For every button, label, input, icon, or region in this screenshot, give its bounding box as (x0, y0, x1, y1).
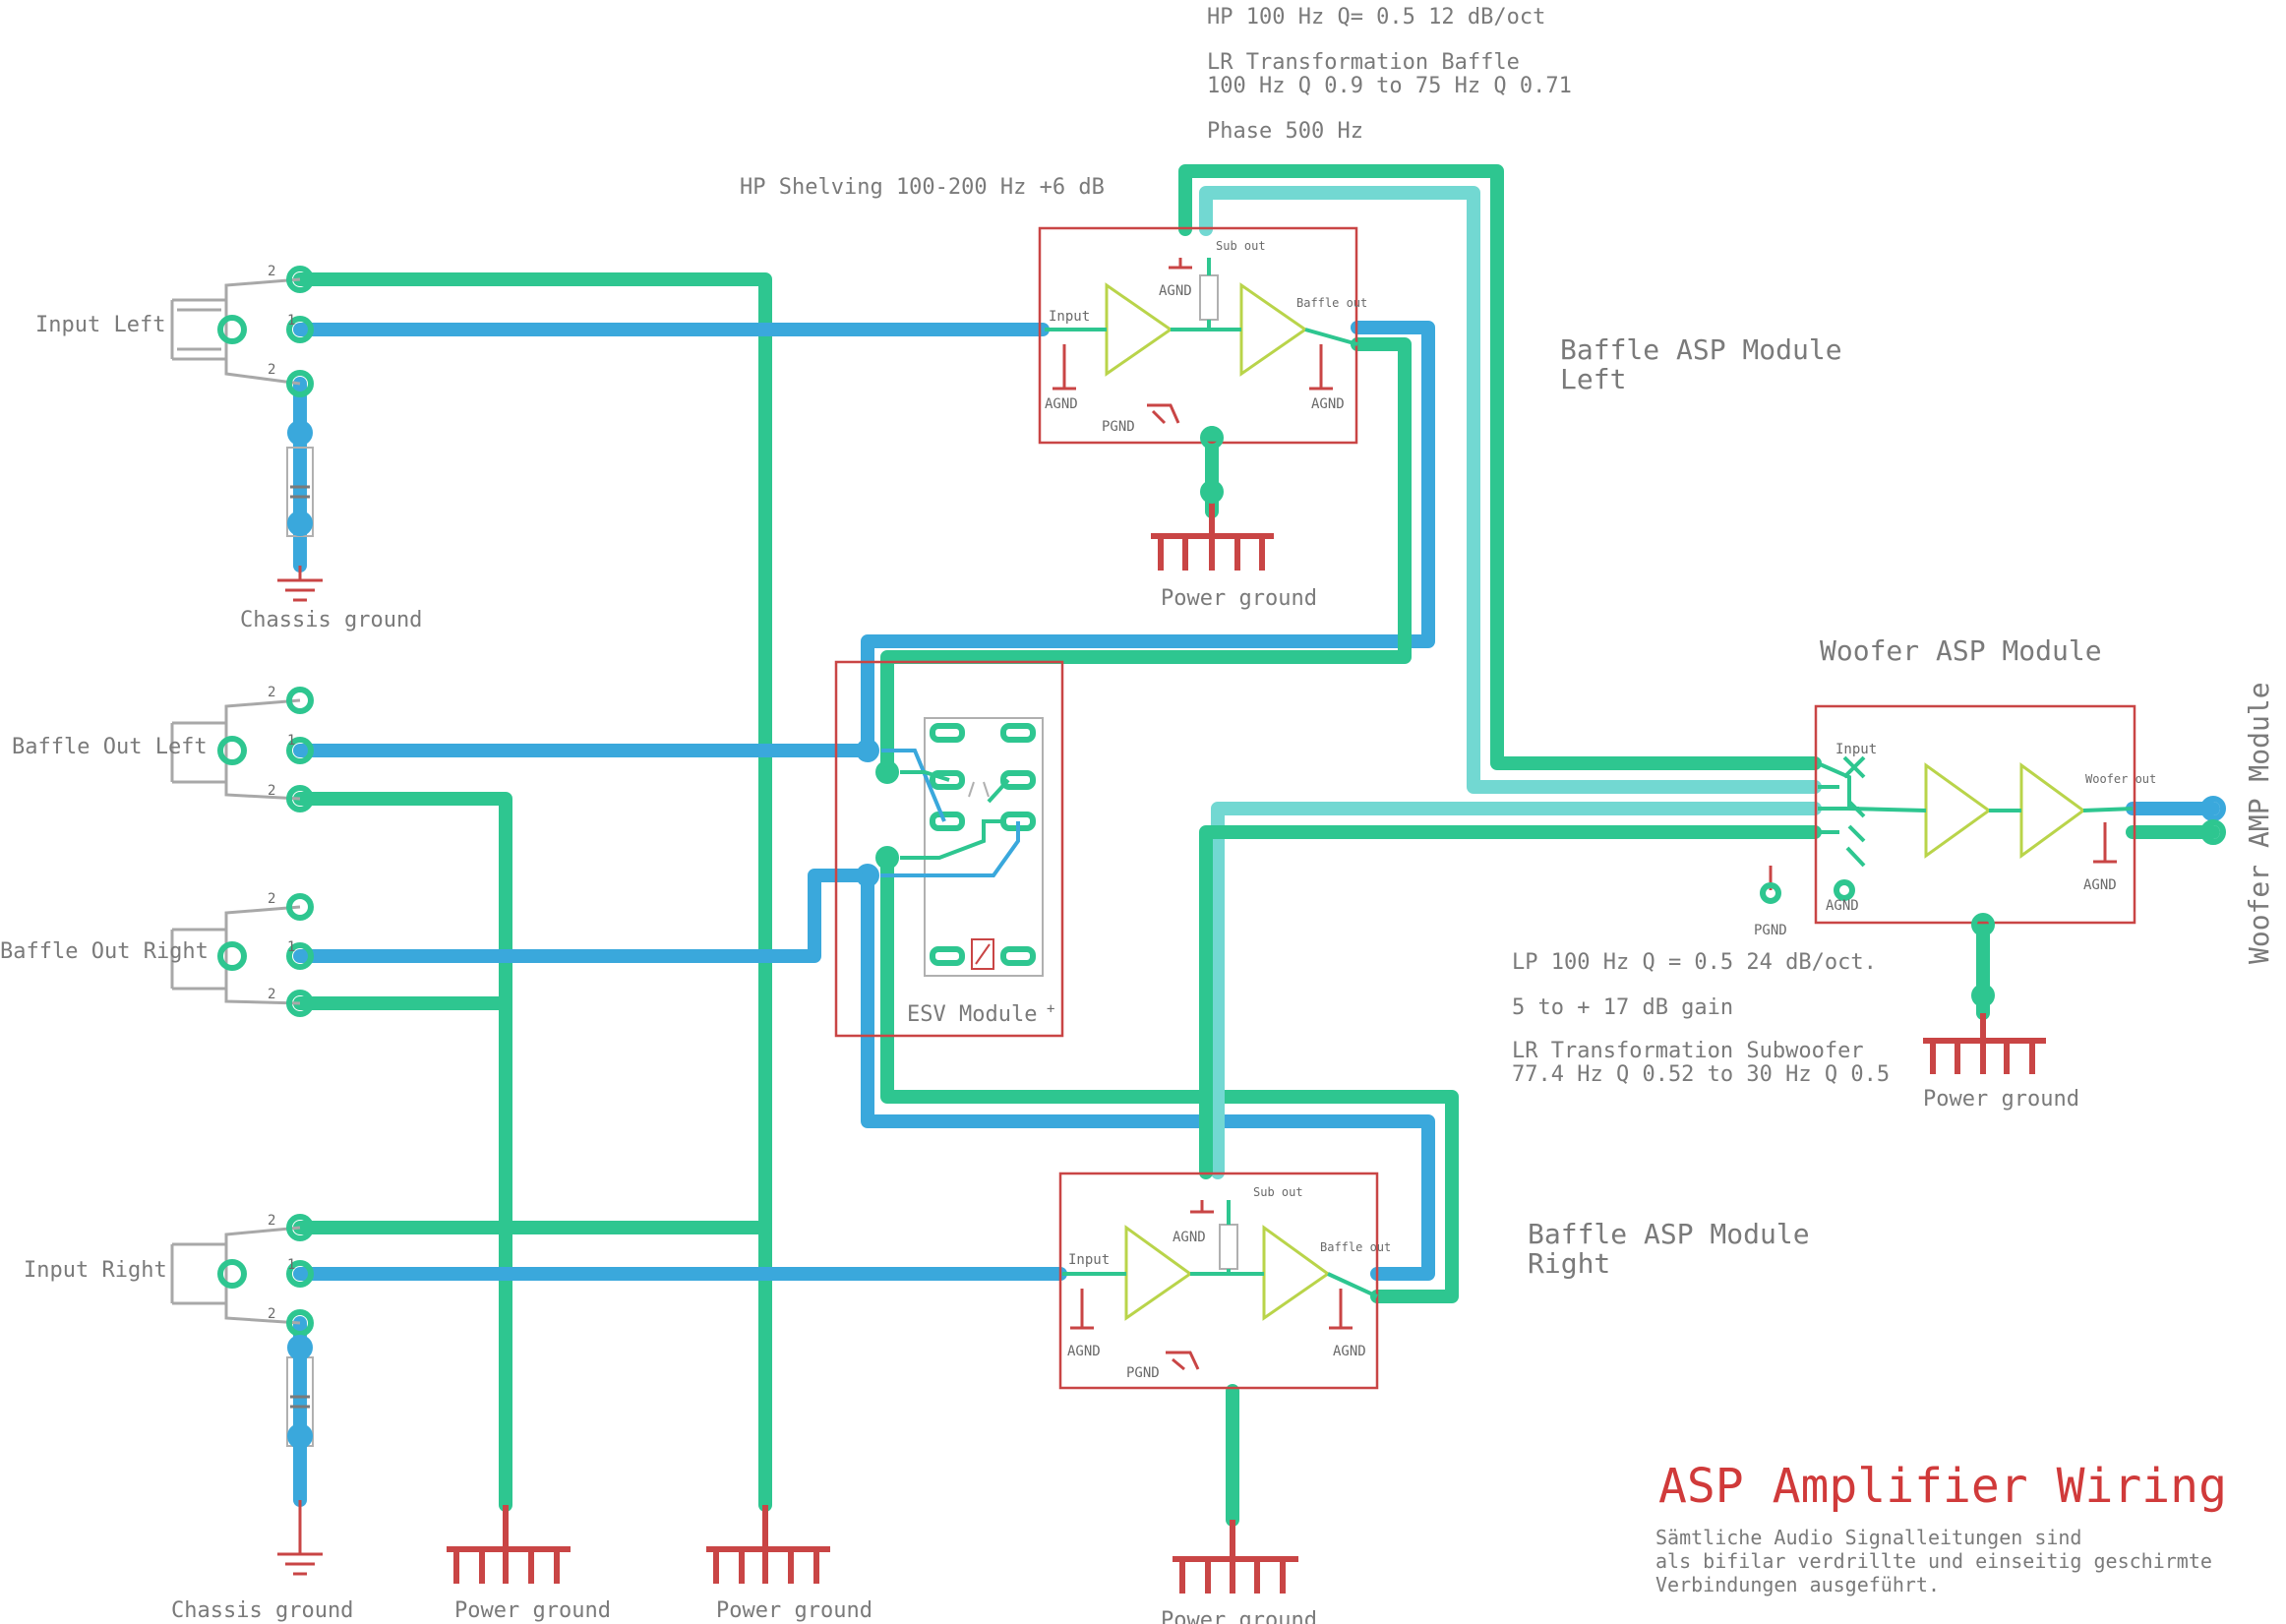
svg-text:Sämtliche Audio Signalleitunge: Sämtliche Audio Signalleitungen sind (1655, 1526, 2081, 1549)
esv-baffle-left-signal (861, 321, 1435, 757)
annotations: HP 100 Hz Q= 0.5 12 dB/oct LR Transforma… (0, 5, 2079, 1624)
power-ground-symbol-2 (706, 1505, 830, 1584)
svg-text:AGND: AGND (2083, 877, 2117, 893)
svg-text:AGND: AGND (1159, 283, 1192, 299)
power-ground-label-1: Power ground (454, 1598, 611, 1623)
baffle-left-title-2: Left (1560, 363, 1626, 395)
svg-text:AGND: AGND (1311, 396, 1345, 412)
baffle-asp-module-left: Input Sub out Baffle out AGND AGND AGND … (1038, 226, 1367, 504)
baffle-right-title-2: Right (1528, 1247, 1610, 1280)
svg-text:2: 2 (268, 264, 275, 279)
input-left-jack (170, 266, 314, 397)
svg-text:Baffle out: Baffle out (1320, 1240, 1391, 1254)
svg-text:Woofer out: Woofer out (2085, 772, 2156, 786)
sub-out-right-ground (1199, 825, 1822, 1179)
chassis-ground-label-bottom: Chassis ground (171, 1598, 353, 1623)
woofer-asp-module: Input Woofer out AGND AGND PGND (1754, 704, 2226, 1007)
svg-text:2: 2 (268, 987, 275, 1002)
esv-module: ESV Module + (834, 660, 1064, 1038)
svg-text:AGND: AGND (1333, 1344, 1366, 1359)
power-ground-symbol-1 (447, 1505, 571, 1584)
hp-shelving-label: HP Shelving 100-200 Hz +6 dB (740, 175, 1105, 200)
baffle-out-right-label: Baffle Out Right (0, 939, 209, 964)
svg-text:AGND: AGND (1045, 396, 1078, 412)
sub-out-right-signal (1211, 802, 1822, 1179)
svg-text:Input: Input (1049, 309, 1090, 325)
lr-baffle-label-1: LR Transformation Baffle (1207, 50, 1520, 75)
svg-text:Sub out: Sub out (1216, 239, 1266, 253)
baffle-out-left-jack (170, 687, 314, 812)
svg-text:1: 1 (287, 1257, 295, 1273)
lr-sub-label-1: LR Transformation Subwoofer (1512, 1039, 1864, 1063)
lp-filter-label: LP 100 Hz Q = 0.5 24 dB/oct. (1512, 950, 1877, 975)
power-ground-symbol-top (1151, 502, 1274, 571)
chassis-ground-label-top: Chassis ground (240, 608, 422, 632)
baffle-left-title-1: Baffle ASP Module (1560, 333, 1842, 366)
power-ground-label-top: Power ground (1161, 586, 1317, 611)
power-ground-symbol-woofer (1923, 1013, 2046, 1074)
input-right-jack (170, 1214, 314, 1337)
hp-filter-label: HP 100 Hz Q= 0.5 12 dB/oct (1207, 5, 1545, 30)
svg-text:1: 1 (287, 313, 295, 329)
svg-text:Input: Input (1068, 1252, 1110, 1268)
module-titles: Baffle ASP Module Left Baffle ASP Module… (1528, 333, 2275, 1280)
svg-text:2: 2 (268, 783, 275, 799)
chassis-ground-symbol-top (277, 566, 323, 602)
svg-text:2: 2 (268, 362, 275, 378)
woofer-module-title: Woofer ASP Module (1820, 634, 2102, 667)
chassis-capacitor-bottom (286, 1335, 314, 1449)
ground-bus-a (293, 272, 772, 1512)
svg-text:1: 1 (287, 939, 295, 955)
svg-text:2: 2 (268, 891, 275, 907)
power-ground-symbol-3 (1173, 1520, 1298, 1594)
pin-numbers: 2 1 2 2 1 2 2 1 2 2 1 2 (268, 264, 295, 1322)
svg-text:Sub out: Sub out (1253, 1185, 1303, 1199)
wires (293, 164, 2220, 1527)
baffle-out-right-jack (170, 893, 314, 1017)
woofer-specs: LP 100 Hz Q = 0.5 24 dB/oct. 5 to + 17 d… (1512, 950, 1890, 1087)
input-right-label: Input Right (24, 1258, 167, 1283)
chassis-ground-symbol-bottom (277, 1500, 323, 1576)
phase-label: Phase 500 Hz (1207, 119, 1363, 144)
svg-text:Verbindungen ausgeführt.: Verbindungen ausgeführt. (1655, 1573, 1940, 1596)
baffle-asp-module-right: Input Sub out Baffle out AGND AGND AGND … (1058, 1172, 1391, 1390)
svg-text:+: + (1047, 1001, 1054, 1017)
lr-sub-label-2: 77.4 Hz Q 0.52 to 30 Hz Q 0.5 (1512, 1062, 1890, 1087)
svg-text:PGND: PGND (1126, 1365, 1160, 1381)
sub-out-left-ground (1178, 164, 1822, 770)
diagram-title: ASP Amplifier Wiring (1658, 1459, 2227, 1514)
baffle-out-right-signal (293, 869, 874, 963)
svg-text:1: 1 (287, 733, 295, 749)
input-left-label: Input Left (35, 313, 165, 337)
svg-text:Baffle out: Baffle out (1296, 296, 1367, 310)
svg-text:als bifilar verdrillte und ein: als bifilar verdrillte und einseitig ges… (1655, 1549, 2212, 1573)
baffle-right-title-1: Baffle ASP Module (1528, 1218, 1810, 1250)
power-ground-label-woofer: Power ground (1923, 1087, 2079, 1112)
svg-text:2: 2 (268, 1213, 275, 1229)
esv-baffle-right-signal (861, 869, 1435, 1281)
svg-text:AGND: AGND (1826, 898, 1859, 914)
ground-bus-b (293, 792, 512, 1512)
svg-text:AGND: AGND (1173, 1230, 1206, 1245)
baffle-out-left-label: Baffle Out Left (12, 735, 208, 759)
power-ground-label-3: Power ground (1161, 1608, 1317, 1624)
svg-text:ESV Module: ESV Module (907, 1002, 1037, 1027)
svg-text:Input: Input (1835, 742, 1877, 757)
svg-text:AGND: AGND (1067, 1344, 1101, 1359)
woofer-amp-title: Woofer AMP Module (2243, 682, 2275, 964)
gain-label: 5 to + 17 dB gain (1512, 995, 1733, 1020)
svg-text:2: 2 (268, 1306, 275, 1322)
chassis-capacitor-top (286, 420, 314, 537)
power-ground-label-2: Power ground (716, 1598, 872, 1623)
lr-baffle-label-2: 100 Hz Q 0.9 to 75 Hz Q 0.71 (1207, 74, 1572, 98)
sub-out-left-signal (1199, 186, 1822, 794)
esv-baffle-right-ground (880, 851, 1459, 1303)
svg-text:PGND: PGND (1102, 419, 1135, 435)
wiring-note: Sämtliche Audio Signalleitungen sind als… (1655, 1526, 2212, 1596)
svg-text:PGND: PGND (1754, 923, 1787, 938)
esv-baffle-left-ground (880, 337, 1412, 779)
svg-text:2: 2 (268, 685, 275, 700)
